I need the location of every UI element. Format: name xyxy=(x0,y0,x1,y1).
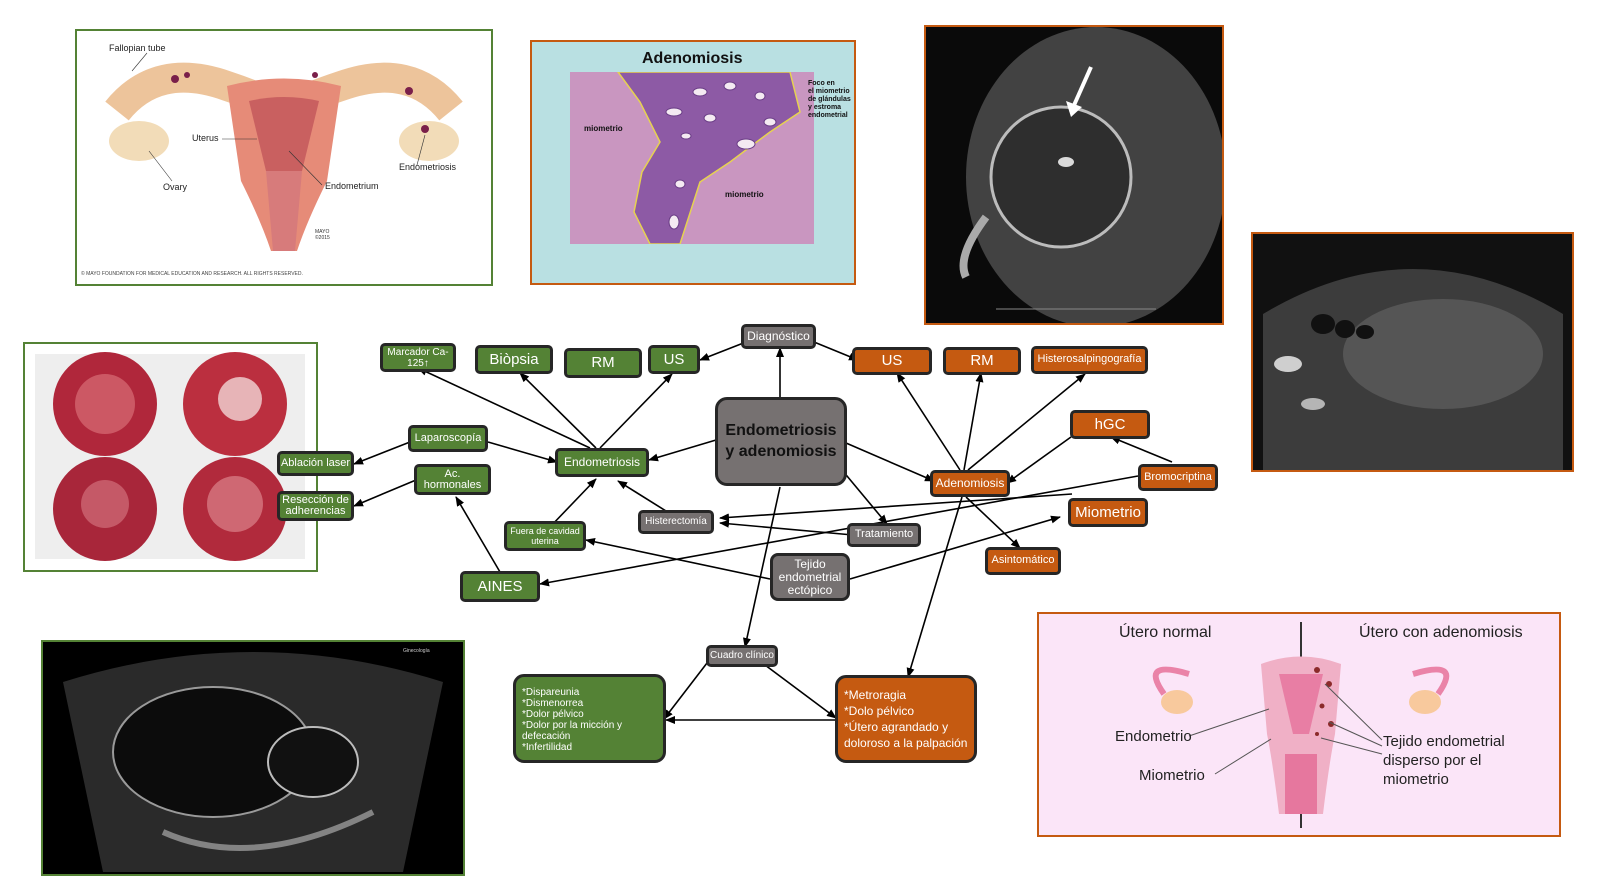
uterus-label: Uterus xyxy=(192,133,219,143)
us-left-node[interactable]: US xyxy=(648,345,700,374)
reseccion-node[interactable]: Resección de adherencias xyxy=(277,491,354,521)
symptom-dolor-pelvico: *Dolor pélvico xyxy=(522,709,584,720)
svg-text:Ginecología: Ginecología xyxy=(403,648,430,654)
rm-left-node[interactable]: RM xyxy=(564,348,642,378)
laparoscopy-photos-panel xyxy=(23,342,318,572)
edge-central-endometriosis xyxy=(648,439,717,462)
adenomiosis-node[interactable]: Adenomiosis xyxy=(930,470,1010,497)
symptom-dolor-miccion: *Dolor por la micción y defecación xyxy=(522,720,623,742)
miometrio-label: Miometrio xyxy=(1139,767,1205,784)
aines-node[interactable]: AINES xyxy=(460,571,540,602)
edge-bromocriptina-hgc xyxy=(1110,436,1173,463)
edge-tratamiento-histerectomia xyxy=(719,519,854,536)
edge-adenomiosis-asintomatico xyxy=(965,496,1021,549)
histology-miometrio-left: miometrio xyxy=(584,124,623,133)
copyright-text: © MAYO FOUNDATION FOR MEDICAL EDUCATION … xyxy=(81,271,303,277)
histerectomia-node[interactable]: Histerectomía xyxy=(638,510,714,534)
symptom-utero-agrandado: *Útero agrandado y doloroso a la palpaci… xyxy=(844,720,968,750)
edge-adenomiosis-hsg xyxy=(967,373,1086,471)
edge-endometriosis-biopsia xyxy=(519,372,597,449)
endometrium-label: Endometrium xyxy=(325,181,379,191)
biopsia-node[interactable]: Biòpsia xyxy=(475,345,553,374)
symptoms-left-node[interactable]: *Dispareunia *Dismenorrea *Dolor pélvico… xyxy=(513,674,666,763)
symptom-infertilidad: *Infertilidad xyxy=(522,742,573,753)
edge-laparoscopia-ablacion xyxy=(353,441,411,465)
mayo-mark: MAYO ©2015 xyxy=(315,229,330,241)
histology-title: Adenomiosis xyxy=(642,50,743,67)
rm-right-node[interactable]: RM xyxy=(943,347,1021,375)
normal-uterus-title: Útero normal xyxy=(1119,624,1212,641)
laparoscopy-photos xyxy=(35,352,305,561)
cuadro-clinico-node[interactable]: Cuadro clínico xyxy=(706,645,778,667)
edge-laparoscopia-endometriosis xyxy=(487,441,558,464)
mri-scan-panel xyxy=(924,25,1224,325)
histology-image xyxy=(570,71,814,245)
marcador-node[interactable]: Marcador Ca-125↑ xyxy=(380,343,456,372)
ultrasound-left-panel: Ginecología xyxy=(41,640,465,876)
edge-adenomiosis-rm xyxy=(963,372,984,471)
edge-central-adenomiosis xyxy=(845,442,935,482)
ovary-label: Ovary xyxy=(163,182,188,192)
bromocriptina-node[interactable]: Bromocriptina xyxy=(1138,464,1218,491)
endometriosis-label: Endometriosis xyxy=(399,162,457,172)
tejido-disperso-label: Tejido endometrial disperso por el miome… xyxy=(1383,733,1505,788)
edge-tejido-fuera xyxy=(585,537,771,580)
ultrasound-right-image xyxy=(1253,234,1572,470)
fuera-node[interactable]: Fuera de cavidad uterina xyxy=(504,521,586,551)
histology-foco-label: Foco en el miometrio de glándulas y estr… xyxy=(808,80,851,119)
ablacion-node[interactable]: Ablación laser xyxy=(277,451,354,476)
endometriosis-node[interactable]: Endometriosis xyxy=(555,448,649,477)
histerosalpingografia-node[interactable]: Histerosalpingografía xyxy=(1031,346,1148,374)
histology-panel: Adenomiosis miometrio miometrio Foco en … xyxy=(530,40,856,285)
edge-achorm-reseccion xyxy=(353,479,417,507)
asintomatico-node[interactable]: Asintomático xyxy=(985,547,1061,575)
tejido-node[interactable]: Tejido endometrial ectópico xyxy=(770,553,850,601)
ultrasound-left-image: Ginecología xyxy=(43,642,463,874)
symptom-metroragia: *Metroragia xyxy=(844,688,907,702)
ac-hormonales-node[interactable]: Ac. hormonales xyxy=(414,464,491,495)
fallopian-tube-label: Fallopian tube xyxy=(109,43,166,53)
tratamiento-node[interactable]: Tratamiento xyxy=(847,523,921,547)
endometrio-label: Endometrio xyxy=(1115,728,1192,745)
adenomyosis-uterus-title: Útero con adenomiosis xyxy=(1359,624,1523,641)
hgc-node[interactable]: hGC xyxy=(1070,410,1150,439)
edge-bromocriptina-histerectomia xyxy=(719,493,1073,522)
edge-aines-achorm xyxy=(455,496,501,573)
diagnostico-node[interactable]: Diagnóstico xyxy=(741,324,816,349)
mri-image xyxy=(926,27,1222,323)
miometrio-node[interactable]: Miometrio xyxy=(1068,498,1148,527)
symptom-dolo-pelvico: *Dolo pélvico xyxy=(844,704,915,718)
edge-central-tratamiento xyxy=(841,469,888,525)
edge-adenomiosis-us xyxy=(896,372,961,471)
edge-hgc-adenomiosis xyxy=(1006,436,1072,484)
histology-miometrio-right: miometrio xyxy=(725,190,764,199)
uterus-comparison-panel: Útero normal Útero con adenomiosis Endom… xyxy=(1037,612,1561,837)
histology-glands-drawing xyxy=(570,71,814,245)
symptom-dismenorrea: *Dismenorrea xyxy=(522,698,584,709)
symptom-dispareunia: *Dispareunia xyxy=(522,687,580,698)
laparoscopia-node[interactable]: Laparoscopía xyxy=(408,425,488,452)
ultrasound-right-panel xyxy=(1251,232,1574,472)
uterus-anatomy-drawing xyxy=(105,52,463,251)
anatomy-illustration-panel: Fallopian tube Uterus Ovary Endometrium … xyxy=(75,29,493,286)
central-node[interactable]: Endometriosis y adenomiosis xyxy=(715,397,847,486)
uterus-comparison-drawing xyxy=(1152,622,1450,828)
edge-endometriosis-us xyxy=(599,373,673,449)
edge-diagnostico-us-left xyxy=(699,341,747,361)
symptoms-right-node[interactable]: *Metroragia *Dolo pélvico *Útero agranda… xyxy=(835,675,977,763)
us-right-node[interactable]: US xyxy=(852,347,932,375)
